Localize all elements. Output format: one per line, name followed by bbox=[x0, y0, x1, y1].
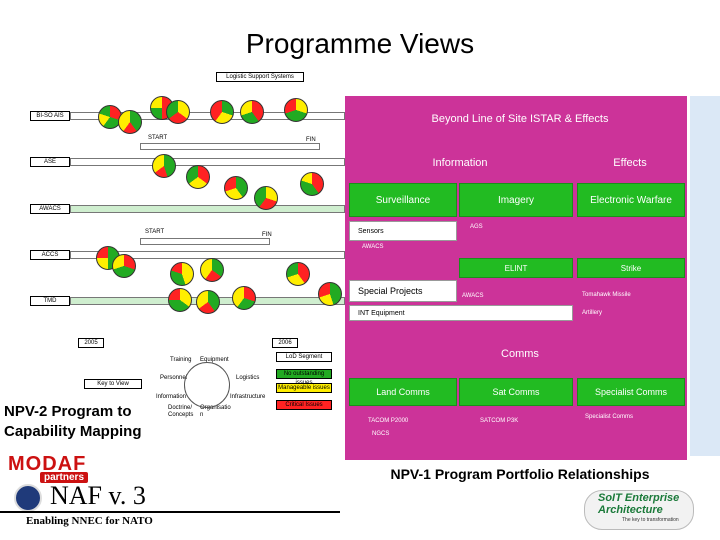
ags-label: AGS bbox=[470, 224, 483, 230]
key-item-equipment: Equipment bbox=[200, 357, 229, 363]
key-pie-outline bbox=[184, 362, 230, 408]
electronic-warfare-box: Electronic Warfare bbox=[577, 183, 685, 217]
start-label-1: START bbox=[148, 135, 168, 141]
tomahawk-label: Tomahawk Missile bbox=[582, 292, 631, 298]
status-pie bbox=[118, 110, 142, 134]
strike-box: Strike bbox=[577, 258, 685, 278]
ngcs-label: NGCS bbox=[372, 431, 390, 437]
special-projects-box: Special Projects bbox=[349, 280, 457, 302]
status-pie bbox=[186, 165, 210, 189]
key-item-information: Information bbox=[156, 394, 187, 400]
surveillance-box: Surveillance bbox=[349, 183, 457, 217]
status-pie bbox=[200, 258, 224, 282]
status-pie bbox=[318, 282, 342, 306]
key-item-training: Training bbox=[170, 357, 192, 363]
status-pie bbox=[286, 262, 310, 286]
naf-logo: NAF v. 3 bbox=[50, 481, 146, 510]
timeline-bar-1 bbox=[140, 143, 320, 150]
fin-label-1: FIN bbox=[306, 137, 316, 143]
timeline-bar-2 bbox=[140, 238, 270, 245]
key-item-personnel: Personnel bbox=[160, 375, 188, 381]
year-right: 2006 bbox=[272, 338, 298, 348]
modaf-logo: MODAF bbox=[8, 453, 87, 475]
status-pie bbox=[166, 100, 190, 124]
row-label-accs: ACCS bbox=[30, 250, 70, 260]
npv2-caption: NPV-2 Program to Capability Mapping bbox=[4, 403, 142, 440]
status-pie bbox=[224, 176, 248, 200]
status-pie bbox=[210, 100, 234, 124]
sat-comms-box: Sat Comms bbox=[459, 378, 573, 406]
row-label-awacs: AWACS bbox=[30, 204, 70, 214]
status-pie bbox=[168, 288, 192, 312]
naf-tagline: Enabling NNEC for NATO bbox=[26, 515, 153, 527]
key-item-doctrine: Doctrine/ Concepts bbox=[168, 405, 194, 418]
information-header: Information bbox=[432, 157, 488, 169]
row-label-biso: BI-SO AIS bbox=[30, 111, 70, 121]
sea-logo-badge bbox=[584, 490, 694, 530]
status-pie bbox=[284, 98, 308, 122]
modaf-partners-tag: partners bbox=[40, 472, 89, 483]
imagery-box: Imagery bbox=[459, 183, 573, 217]
row-bar-ase bbox=[70, 158, 345, 166]
status-pie bbox=[112, 254, 136, 278]
decorative-side-bar bbox=[690, 96, 720, 456]
sea-logo-subtitle: The key to transformation bbox=[622, 517, 679, 523]
key-to-view-label: Key to View bbox=[84, 379, 142, 389]
key-item-logistics: Logistics bbox=[236, 375, 260, 381]
row-bar-biso bbox=[70, 112, 345, 120]
naf-underline bbox=[0, 511, 340, 513]
year-left: 2005 bbox=[78, 338, 104, 348]
row-label-ase: ASE bbox=[30, 157, 70, 167]
specialist-comms-item: Specialist Comms bbox=[585, 414, 634, 420]
land-comms-box: Land Comms bbox=[349, 378, 457, 406]
npv1-caption: NPV-1 Program Portfolio Relationships bbox=[390, 466, 650, 482]
legend-manageable: Manageable issues bbox=[276, 383, 332, 393]
status-pie bbox=[300, 172, 324, 196]
panel-title: Beyond Line of Site ISTAR & Effects bbox=[431, 113, 609, 125]
comms-header: Comms bbox=[501, 348, 539, 360]
key-item-infrastructure: Infrastructure bbox=[230, 394, 266, 400]
row-bar-awacs bbox=[70, 205, 345, 213]
artillery-label: Artillery bbox=[582, 310, 603, 316]
row-label-tmd: TMD bbox=[30, 296, 70, 306]
legend-no-issues: No outstanding issues bbox=[276, 369, 332, 386]
status-pie bbox=[152, 154, 176, 178]
effects-header: Effects bbox=[613, 157, 647, 169]
satcom-label: SATCOM P3K bbox=[480, 418, 519, 424]
status-pie bbox=[196, 290, 220, 314]
status-pie bbox=[240, 100, 264, 124]
elint-box: ELINT bbox=[459, 258, 573, 278]
awacs-label-1: AWACS bbox=[362, 244, 384, 250]
legend-lod-segment: LoD Segment bbox=[276, 352, 332, 362]
int-equipment-item: INT Equipment bbox=[349, 305, 573, 321]
tacom-label: TACOM P2000 bbox=[368, 418, 409, 424]
key-item-organisation: Organisatio n bbox=[200, 405, 231, 418]
sea-logo-title: SoIT Enterprise Architecture bbox=[598, 492, 680, 516]
page-title: Programme Views bbox=[245, 28, 475, 59]
logistic-support-box: Logistic Support Systems bbox=[216, 72, 304, 82]
status-pie bbox=[232, 286, 256, 310]
nato-star-icon bbox=[14, 484, 42, 512]
status-pie bbox=[254, 186, 278, 210]
specialist-comms-box: Specialist Comms bbox=[577, 378, 685, 406]
awacs-label-2: AWACS bbox=[462, 293, 484, 299]
legend-critical: Critical Issues bbox=[276, 400, 332, 410]
start-label-2: START bbox=[145, 229, 165, 235]
sensors-item: Sensors bbox=[349, 221, 457, 241]
status-pie bbox=[170, 262, 194, 286]
fin-label-2: FIN bbox=[262, 232, 272, 238]
